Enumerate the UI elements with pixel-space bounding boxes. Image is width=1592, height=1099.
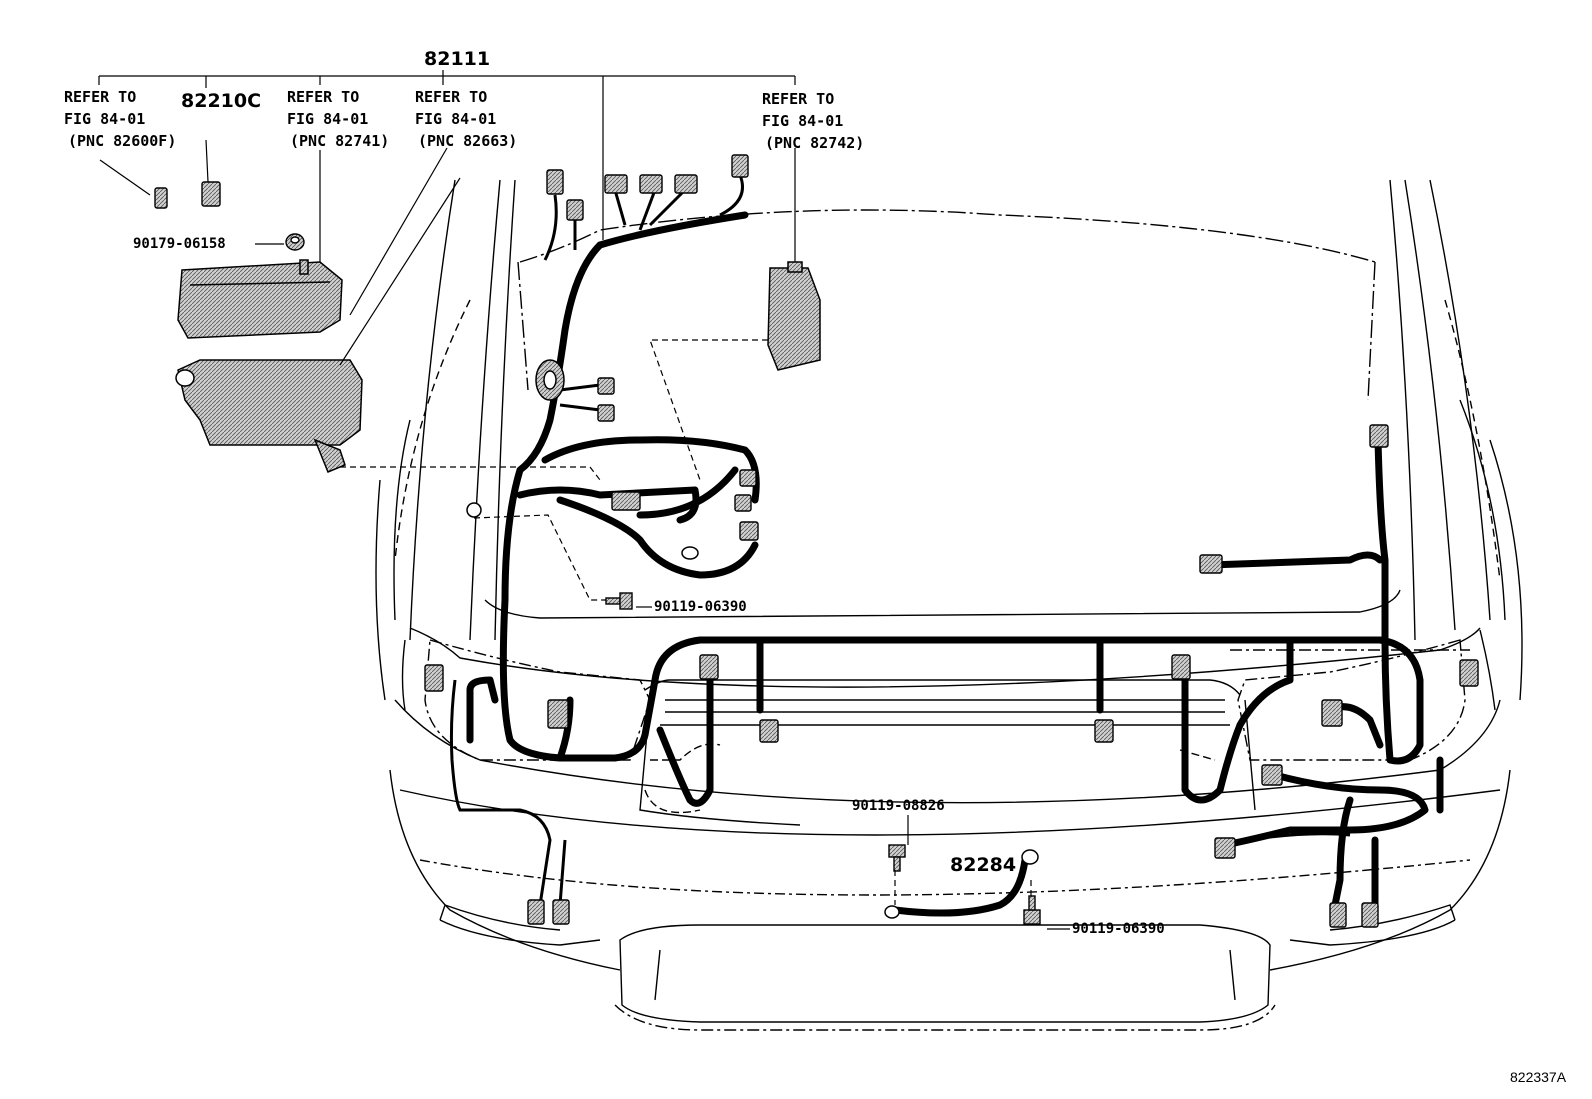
- bolt-bottom-06390: [1023, 895, 1041, 925]
- harness-wires: [466, 211, 1444, 909]
- ref-82741-line2: FIG 84-01: [287, 110, 369, 128]
- dashed-guides: [340, 339, 1032, 905]
- figure-id: 822337A: [1510, 1069, 1567, 1085]
- ref-82741-line3: (PNC 82741): [290, 132, 390, 150]
- ref-82741-line1: REFER TO: [287, 88, 360, 106]
- part-number-bolt-top: 90119-08826: [852, 798, 945, 814]
- junction-block-cover: [175, 359, 363, 473]
- ground-strap-82284: [884, 849, 1039, 919]
- ref-82742-line1: REFER TO: [762, 90, 835, 108]
- harness-connectors: [424, 154, 1479, 928]
- bolt-mid-06390: [605, 592, 633, 610]
- ref-82600f-line2: FIG 84-01: [64, 110, 146, 128]
- vehicle-body-outline: [375, 179, 1523, 1031]
- ref-82663-line3: (PNC 82663): [418, 132, 518, 150]
- part-number-bolt-mid: 90119-06390: [654, 599, 747, 615]
- junction-block: [177, 259, 343, 339]
- ref-82663-line2: FIG 84-01: [415, 110, 497, 128]
- ref-82742-line2: FIG 84-01: [762, 112, 844, 130]
- part-number-bolt-bottom: 90119-06390: [1072, 921, 1165, 937]
- ref-82742-line3: (PNC 82742): [765, 134, 865, 152]
- ref-82663-line1: REFER TO: [415, 88, 488, 106]
- part-label-82210c: 82210C: [181, 90, 262, 112]
- part-label-82284: 82284: [950, 854, 1017, 876]
- ref-82600f-line3: (PNC 82600F): [68, 132, 177, 150]
- ref-82600f-line1: REFER TO: [64, 88, 137, 106]
- leader-lines: [98, 70, 1070, 930]
- nut-part: [285, 233, 305, 251]
- control-module: [767, 261, 821, 371]
- bolt-08826: [888, 844, 906, 872]
- ground-terminal-mid: [466, 502, 699, 560]
- connector-82600f: [154, 187, 168, 209]
- part-label-82111: 82111: [424, 48, 491, 70]
- relay-82210c-part: [201, 181, 221, 207]
- part-number-nut: 90179-06158: [133, 236, 226, 252]
- grommet: [535, 359, 565, 401]
